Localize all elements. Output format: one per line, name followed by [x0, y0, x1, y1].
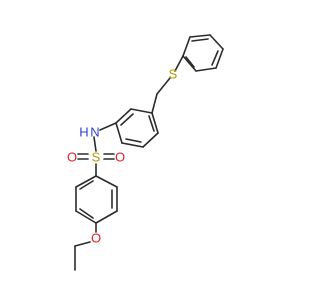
- bond-inner: [79, 208, 94, 219]
- bond-inner: [211, 50, 219, 66]
- bond: [189, 34, 211, 38]
- atom-ether-oxygen: O: [91, 231, 101, 246]
- bond-inner: [191, 38, 209, 42]
- bond-inner: [79, 180, 94, 190]
- atom-sulfonyl-sulfur: S: [92, 150, 101, 165]
- bond: [151, 112, 159, 134]
- bond: [75, 210, 97, 224]
- bond: [75, 175, 97, 188]
- bond: [209, 34, 224, 50]
- bond-inner: [148, 115, 155, 132]
- bond: [156, 77, 171, 95]
- bond: [95, 175, 118, 188]
- atom-thioether-sulfur: S: [169, 67, 178, 82]
- atom-sulfonyl-oxygen-right: O: [115, 150, 125, 165]
- atom-sulfonyl-oxygen-left: O: [67, 150, 77, 165]
- bond: [95, 210, 118, 224]
- bond-inner: [185, 56, 195, 68]
- bond: [121, 142, 144, 148]
- atom-amine-hydrogen: H: [79, 125, 88, 140]
- bond: [99, 122, 117, 131]
- atom-amine-nitrogen: N: [90, 125, 99, 140]
- bond: [74, 241, 91, 247]
- bond: [115, 108, 132, 124]
- bond: [142, 132, 159, 148]
- bond-inner: [120, 113, 134, 126]
- bond: [195, 67, 217, 72]
- bond: [215, 48, 224, 69]
- bond: [151, 93, 158, 114]
- bond: [115, 122, 123, 144]
- structure-diagram: S N H S O O O: [67, 34, 224, 271]
- bond: [182, 36, 191, 57]
- bond: [174, 55, 184, 72]
- atom-layer: S N H S O O O: [67, 67, 178, 246]
- bond: [130, 108, 153, 114]
- bond: [182, 55, 197, 72]
- bond-inner: [125, 138, 142, 143]
- bond-layer: [74, 34, 224, 271]
- bond: [93, 136, 97, 152]
